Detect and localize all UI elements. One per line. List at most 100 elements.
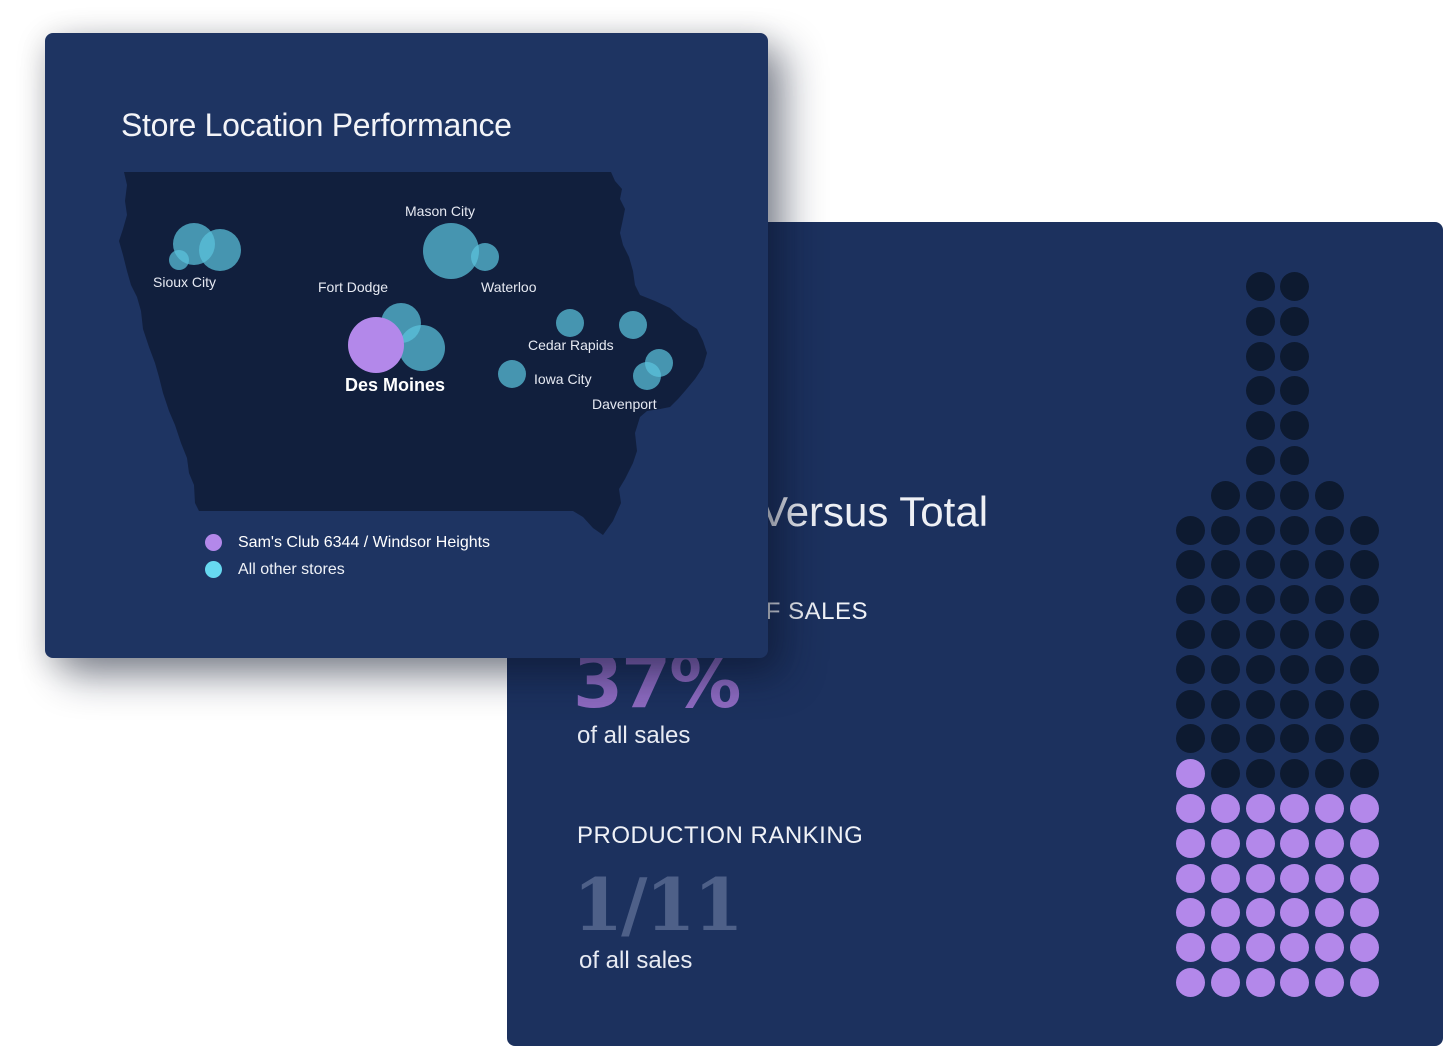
empty-unit-dot (1176, 550, 1205, 580)
empty-unit-dot (1315, 515, 1345, 545)
filled-unit-dot (1210, 968, 1240, 997)
filled-unit-dot (1280, 863, 1310, 893)
empty-unit-dot (1350, 724, 1379, 754)
legend-item-sams-club: Sam's Club 6344 / Windsor Heights (205, 529, 490, 556)
legend-item-other-stores: All other stores (205, 556, 490, 583)
city-label-fort-dodge: Fort Dodge (318, 279, 389, 295)
filled-unit-dot (1245, 863, 1275, 893)
empty-unit-dot (1210, 759, 1240, 789)
filled-unit-dot (1245, 968, 1275, 997)
store-bubbles (169, 223, 673, 390)
store-bubble[interactable] (619, 311, 647, 339)
share-of-sales-label: F SALES (765, 598, 868, 625)
empty-unit-dot (1350, 585, 1379, 615)
legend-label: All other stores (238, 560, 345, 578)
empty-unit-dot (1176, 620, 1205, 649)
empty-unit-dot (1210, 550, 1240, 580)
city-label-sioux-city: Sioux City (153, 274, 217, 290)
empty-unit-dot (1245, 550, 1275, 580)
empty-unit-dot (1350, 550, 1379, 580)
empty-unit-dot (1280, 341, 1310, 371)
empty-unit-dot (1210, 480, 1240, 510)
map-legend: Sam's Club 6344 / Windsor Heights All ot… (205, 529, 490, 583)
empty-unit-dot (1245, 654, 1275, 684)
legend-label: Sam's Club 6344 / Windsor Heights (238, 533, 491, 551)
empty-unit-dot (1280, 306, 1310, 336)
empty-unit-dot (1315, 759, 1345, 789)
empty-unit-dot (1280, 376, 1310, 406)
empty-unit-dot (1315, 550, 1345, 580)
empty-unit-dot (1210, 654, 1240, 684)
other-store-dot-icon (205, 561, 222, 578)
filled-unit-dot (1245, 933, 1275, 963)
empty-unit-dot (1176, 689, 1205, 719)
filled-unit-dot (1315, 898, 1345, 928)
empty-unit-dot (1176, 585, 1205, 615)
empty-unit-dot (1210, 620, 1240, 649)
filled-unit-dot (1245, 794, 1275, 823)
map-card-title: Store Location Performance (121, 107, 512, 143)
filled-unit-dot (1350, 933, 1379, 963)
filled-unit-dot (1315, 794, 1345, 823)
filled-unit-dot (1176, 759, 1205, 789)
empty-unit-dot (1245, 272, 1275, 301)
filled-unit-dot (1176, 898, 1205, 928)
city-label-waterloo: Waterloo (481, 279, 537, 295)
filled-unit-dot (1350, 898, 1379, 928)
filled-unit-dot (1315, 968, 1345, 997)
empty-unit-dot (1280, 480, 1310, 510)
filled-unit-dot (1176, 863, 1205, 893)
empty-unit-dot (1210, 724, 1240, 754)
store-bubble[interactable] (498, 360, 526, 388)
empty-unit-dot (1245, 341, 1275, 371)
production-ranking-label: PRODUCTION RANKING (577, 822, 864, 849)
sales-card-title: Versus Total (760, 488, 989, 535)
store-bubble[interactable] (169, 250, 189, 270)
empty-unit-dot (1245, 515, 1275, 545)
empty-unit-dot (1315, 585, 1345, 615)
highlight-store-bubble[interactable] (348, 317, 404, 373)
highlight-store-dot-icon (205, 534, 222, 551)
empty-unit-dot (1210, 585, 1240, 615)
empty-unit-dot (1280, 654, 1310, 684)
filled-unit-dot (1350, 794, 1379, 823)
empty-unit-dot (1280, 724, 1310, 754)
filled-unit-dot (1315, 933, 1345, 963)
empty-unit-dot (1176, 654, 1205, 684)
empty-unit-dot (1280, 620, 1310, 649)
share-of-sales-subtext: of all sales (577, 722, 691, 749)
filled-unit-dot (1176, 794, 1205, 823)
empty-unit-dot (1280, 411, 1310, 441)
bottle-pictogram-chart (507, 222, 1443, 1046)
production-ranking-subtext: of all sales (579, 947, 693, 974)
empty-unit-dot (1210, 515, 1240, 545)
filled-unit-dot (1176, 968, 1205, 997)
store-bubble[interactable] (633, 362, 661, 390)
empty-unit-dot (1245, 306, 1275, 336)
empty-unit-dot (1280, 585, 1310, 615)
empty-unit-dot (1280, 689, 1310, 719)
empty-unit-dot (1245, 759, 1275, 789)
empty-unit-dot (1245, 585, 1275, 615)
filled-unit-dot (1210, 828, 1240, 858)
store-bubble[interactable] (423, 223, 479, 279)
filled-unit-dot (1245, 828, 1275, 858)
city-label-mason-city: Mason City (405, 203, 476, 219)
store-bubble[interactable] (471, 243, 499, 271)
empty-unit-dot (1350, 515, 1379, 545)
empty-unit-dot (1315, 620, 1345, 649)
store-bubble[interactable] (399, 325, 445, 371)
filled-unit-dot (1315, 828, 1345, 858)
empty-unit-dot (1350, 620, 1379, 649)
store-bubble[interactable] (556, 309, 584, 337)
empty-unit-dot (1315, 654, 1345, 684)
filled-unit-dot (1280, 933, 1310, 963)
city-label-cedar-rapids: Cedar Rapids (528, 337, 614, 353)
sales-versus-total-card: Versus Total F SALES 37% of all sales PR… (507, 222, 1443, 1046)
filled-unit-dot (1315, 863, 1345, 893)
empty-unit-dot (1315, 724, 1345, 754)
production-ranking-value: 1/11 (573, 862, 744, 947)
store-bubble[interactable] (199, 229, 241, 271)
empty-unit-dot (1315, 480, 1345, 510)
filled-unit-dot (1280, 794, 1310, 823)
